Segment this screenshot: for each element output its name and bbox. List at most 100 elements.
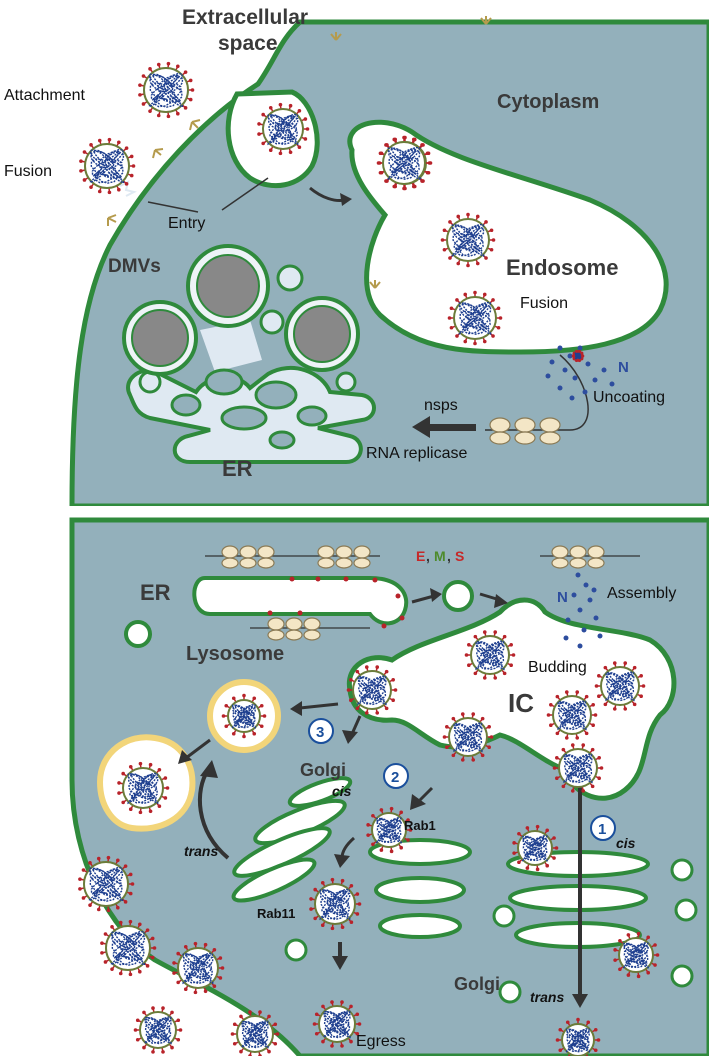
fusion-label-left: Fusion (4, 163, 52, 180)
protein-s-label: S (455, 548, 464, 564)
protein-e-label: E (416, 548, 425, 564)
route-2-badge (383, 763, 409, 789)
ribosomes (221, 545, 605, 641)
receptors (107, 16, 492, 289)
virus-particle (442, 712, 494, 762)
arrowhead (290, 701, 302, 716)
virus-particle (346, 665, 398, 715)
virus-particle (464, 630, 516, 680)
virus-particle (257, 102, 310, 156)
arrowhead (342, 730, 358, 744)
er-tube-bottom (192, 576, 409, 626)
virus-particle (512, 824, 559, 872)
dmvs (122, 244, 360, 376)
small-vesicle (492, 904, 516, 928)
ribosomes (489, 417, 561, 445)
cis-label-left: cis (332, 783, 352, 799)
dmv-rna-core (131, 309, 189, 367)
golgi-cisterna (231, 857, 317, 903)
arrowhead (332, 956, 348, 970)
attachment-label: Attachment (4, 87, 85, 104)
cis-label-right: cis (616, 835, 636, 851)
dmv-rna-core (196, 254, 260, 318)
uncoating-label: Uncoating (593, 389, 665, 406)
rab1-label: Rab1 (404, 818, 436, 833)
virus-particle (78, 855, 135, 913)
er-hole (254, 380, 298, 410)
route2-arrow (418, 786, 434, 802)
ic-label: IC (508, 688, 534, 718)
lysosome-exit-arrow (185, 738, 211, 760)
virus-particle (594, 661, 646, 711)
lysosome-label: Lysosome (186, 643, 284, 665)
arrowhead (410, 794, 426, 810)
nsps-label: nsps (424, 397, 458, 414)
rab11-label: Rab11 (257, 906, 295, 921)
small-vesicle (670, 964, 694, 988)
virus-particle (100, 919, 157, 977)
small-vesicle (498, 980, 522, 1004)
virus-particle (133, 1006, 183, 1054)
er-export-arrow (411, 594, 435, 604)
extracellular-label-line1: Extracellular (182, 6, 308, 29)
virus-particle (440, 212, 496, 268)
n-protein-label-top: N (618, 359, 629, 376)
transport-vesicle (442, 580, 474, 612)
route-3-badge (308, 718, 334, 744)
virus-particle (79, 137, 136, 195)
virus-particle (221, 693, 267, 739)
rna-replicase-label: RNA replicase (366, 445, 467, 462)
arrowhead (200, 760, 218, 778)
receptor (189, 119, 201, 131)
dmv (122, 300, 198, 376)
golgi-stack-left (231, 776, 353, 903)
entry-label: Entry (168, 215, 205, 232)
virus-particle (172, 941, 225, 995)
endosome-label: Endosome (506, 255, 618, 280)
fusion-label-endosome: Fusion (520, 295, 568, 312)
bottom-panel: 3 2 1 ER E , M , S N Assembly Lysosome B… (69, 517, 709, 1056)
route-1-badge (590, 815, 616, 841)
virus-particle (546, 690, 598, 740)
golgi-cisterna (374, 876, 466, 904)
arrowhead (340, 193, 352, 206)
dmvs-label: DMVs (108, 256, 161, 277)
protein-m-label: M (434, 548, 446, 564)
er-hole (204, 368, 244, 396)
receptor (369, 280, 381, 289)
dmv (284, 296, 360, 372)
receptor (480, 16, 492, 25)
small-vesicle (259, 309, 285, 335)
n-protein-label-bottom: N (557, 589, 568, 606)
route-badges: 3 2 1 (308, 718, 616, 841)
er-hole (268, 430, 296, 450)
route-1-number: 1 (598, 821, 606, 838)
ic-to-lysosome-arrow (299, 702, 339, 710)
cytoplasm-label-top: Cytoplasm (497, 91, 599, 113)
small-vesicle (284, 938, 308, 962)
virus-particles-top (79, 61, 585, 363)
route3-arrow (350, 715, 362, 735)
receptor (107, 214, 117, 226)
assembly-n-cluster (563, 572, 603, 649)
er-holes (170, 368, 328, 450)
extracellular-label-line2: space (218, 32, 278, 55)
dmv-rna-core (293, 305, 351, 363)
nsps-arrow-shaft (428, 424, 476, 431)
virus-particle (376, 135, 432, 191)
golgi-cisterna (378, 913, 462, 939)
virus-particles-bottom (78, 630, 660, 1056)
virus-particle (312, 1000, 362, 1048)
top-panel: Extracellular space Cytoplasm Attachment… (4, 6, 709, 509)
mrna-ribosomes-bottom (205, 545, 640, 641)
comma-2: , (447, 548, 451, 564)
arrowhead (572, 994, 588, 1008)
arrowhead (430, 588, 442, 602)
trans-label-right: trans (530, 989, 564, 1005)
route-2-number: 2 (391, 769, 399, 786)
virus-particle (230, 1010, 280, 1056)
lysosome-small-vesicle (124, 620, 152, 648)
uncoating-genome (545, 345, 615, 401)
entry-pointer (221, 177, 269, 211)
